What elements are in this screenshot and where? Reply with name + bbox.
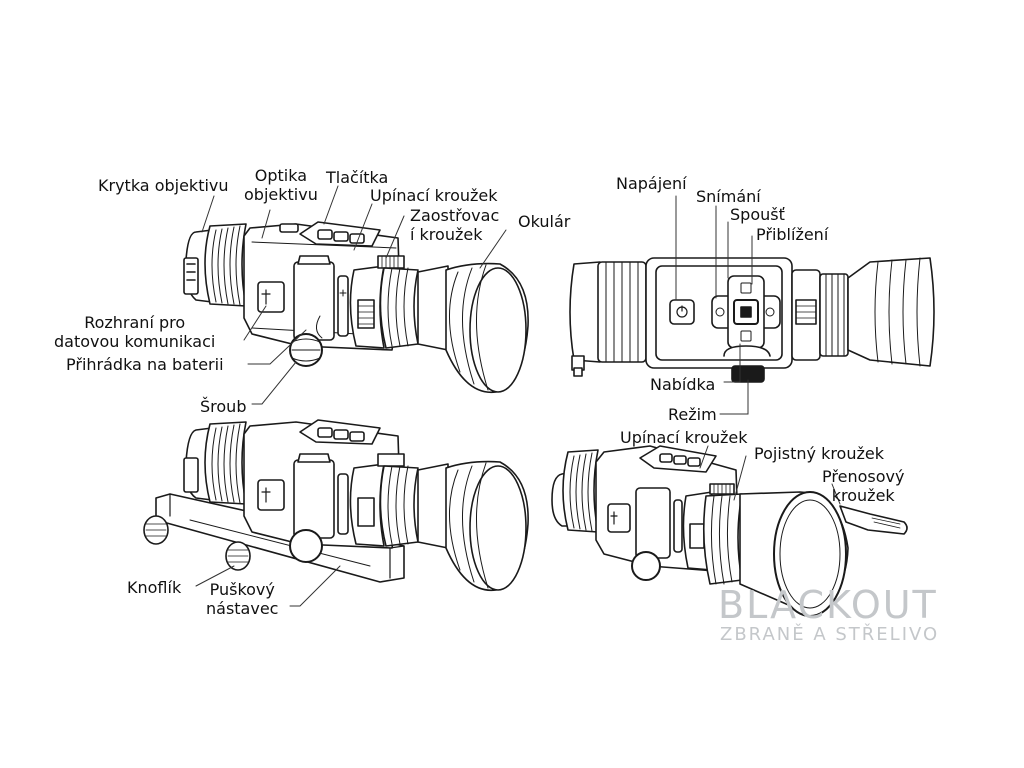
power-button [669,299,695,325]
eyepiece [417,265,449,351]
battery-door [293,261,335,341]
leader-rozhrani [243,305,267,341]
leader-prihradka [247,329,307,365]
label-priblizeni: Přiblížení [756,225,829,244]
leader-pojistny [733,455,747,501]
label-sroub: Šroub [200,397,247,416]
label-optika-objektivu: Optika objektivu [244,166,318,204]
leader-optika [261,209,271,239]
label-pojistny-krouzek: Pojistný kroužek [754,444,884,463]
label-upinaci-krouzek-bottom: Upínací kroužek [620,428,748,447]
leader-zaostrovaci [385,215,405,259]
leader-prenosovy [831,483,841,505]
label-zaostrovaci-krouzek: Zaostřovac í kroužek [410,206,500,244]
label-spoust: Spoušť [730,205,785,224]
leader-sroub [251,361,297,405]
leader-puskovy [289,565,341,607]
scope-with-mount [143,419,529,592]
leader-okular [479,229,507,269]
leader-krytka [201,195,215,233]
label-rozhrani: Rozhraní pro datovou komunikaci [54,313,216,351]
scope-top-view [569,257,935,383]
label-okular: Okulár [518,212,571,231]
knob-left [143,515,169,545]
label-puskovy-nastavec: Puškový nástavec [206,580,279,618]
leader-lines [195,185,841,607]
leader-rezim [719,379,749,415]
leader-knoflik [195,565,235,587]
knob-right [225,541,251,571]
cap-clip [183,257,199,295]
label-knoflik: Knoflík [127,578,182,597]
eyecup-top [847,257,935,367]
label-prenosovy-krouzek: Přenosový kroužek [822,467,905,505]
label-prihradka-na-baterii: Přihrádka na baterii [66,355,224,374]
focus-ring [379,267,419,349]
label-snimani: Snímání [696,187,761,206]
label-upinaci-krouzek-top: Upínací kroužek [370,186,498,205]
leader-nabidka [723,343,741,383]
scope-with-adapter [551,445,908,617]
watermark-tagline: ZBRANĚ A STŘELIVO [720,624,940,645]
objective-ring [204,223,247,307]
scope-side-view [183,221,529,394]
label-napajeni: Napájení [616,174,687,193]
watermark-logo: BLACKOUT [718,583,938,627]
leader-upinaci-top [353,203,373,251]
label-rezim: Režim [668,405,717,424]
label-krytka-objektivu: Krytka objektivu [98,176,229,195]
leader-tlacitka [323,185,339,225]
label-tlacitka: Tlačítka [326,168,389,187]
lens-cap-top [569,261,601,363]
usb-panel [257,281,285,313]
adapter-tab [839,505,908,535]
leader-upinaci-bottom [699,445,709,469]
label-nabidka: Nabídka [650,375,716,394]
